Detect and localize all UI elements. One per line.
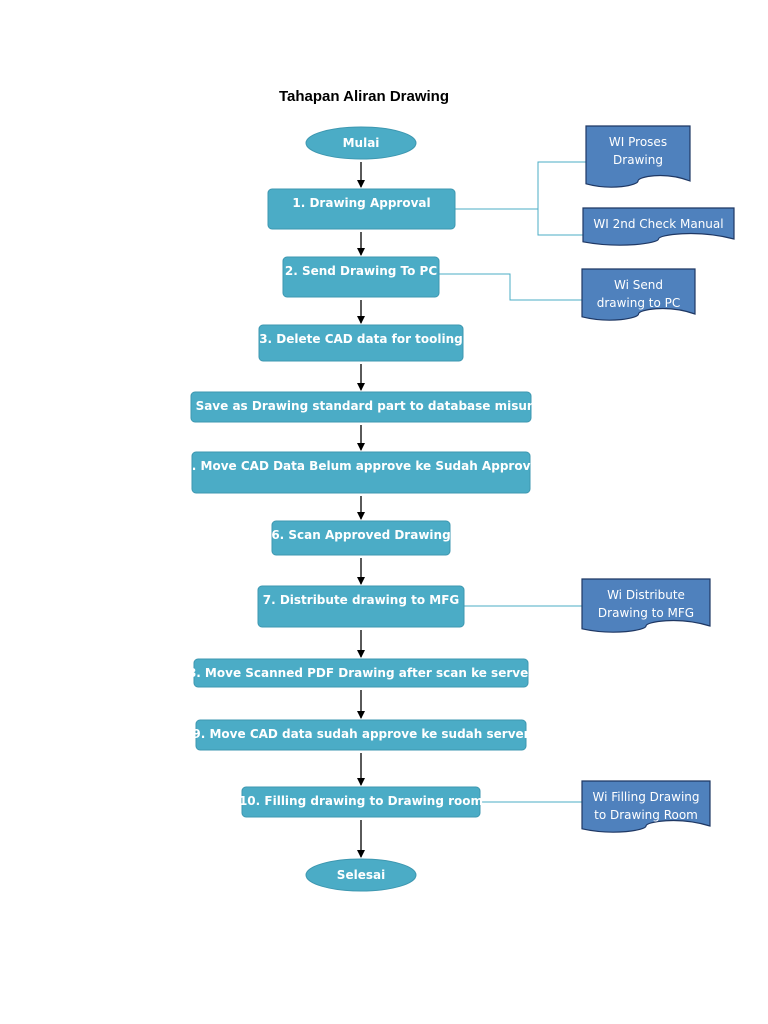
doc-wi-send-drawing: Wi Send drawing to PC: [581, 268, 696, 321]
process-step-label: 1. Drawing Approval: [292, 196, 430, 210]
process-step-7: 7. Distribute drawing to MFG: [257, 585, 465, 628]
end-terminal-shape: [305, 858, 417, 892]
process-step-label: 2. Send Drawing To PC: [285, 264, 437, 278]
process-step-1: 1. Drawing Approval: [267, 188, 456, 230]
document-shape: [581, 578, 711, 633]
process-step-label: 8. Move Scanned PDF Drawing after scan k…: [188, 666, 534, 680]
process-step-label: 4. Save as Drawing standard part to data…: [178, 399, 543, 413]
start-terminal: Mulai: [305, 126, 417, 160]
start-terminal-label: Mulai: [343, 136, 380, 150]
document-shape: [581, 780, 711, 833]
document-label: WI Proses: [609, 135, 667, 149]
process-step-label: 3. Delete CAD data for tooling: [259, 332, 463, 346]
document-link-line: [537, 209, 583, 236]
document-shape: [581, 268, 696, 321]
process-step-box: [271, 520, 451, 556]
document-label: Wi Distribute: [607, 588, 685, 602]
process-step-box: [282, 256, 440, 298]
process-step-box: [195, 719, 527, 751]
process-step-label: 6. Scan Approved Drawing: [271, 528, 450, 542]
process-step-label: 9. Move CAD data sudah approve ke sudah …: [192, 727, 529, 741]
process-step-box: [191, 451, 531, 494]
process-step-6: 6. Scan Approved Drawing: [271, 520, 451, 556]
process-step-3: 3. Delete CAD data for tooling: [258, 324, 464, 362]
end-terminal-label: Selesai: [337, 868, 385, 882]
document-shape: [582, 207, 735, 246]
document-label: Wi Filling Drawing: [592, 790, 699, 804]
process-step-box: [190, 391, 532, 423]
process-step-2: 2. Send Drawing To PC: [282, 256, 440, 298]
start-terminal-shape: [305, 126, 417, 160]
process-step-label: 5. Move CAD Data Belum approve ke Sudah …: [183, 459, 538, 473]
end-terminal: Selesai: [305, 858, 417, 892]
document-label: Wi Send: [614, 278, 663, 292]
process-step-box: [257, 585, 465, 628]
document-link-line: [439, 273, 582, 301]
process-step-5: 5. Move CAD Data Belum approve ke Sudah …: [183, 451, 539, 494]
process-step-10: 10. Filling drawing to Drawing room: [239, 786, 483, 818]
process-step-9: 9. Move CAD data sudah approve ke sudah …: [192, 719, 530, 751]
document-label: Drawing to MFG: [598, 606, 694, 620]
diagram-title: Tahapan Aliran Drawing: [279, 88, 449, 105]
document-link-line: [455, 161, 586, 210]
process-step-label: 7. Distribute drawing to MFG: [263, 593, 460, 607]
process-step-box: [193, 658, 529, 688]
process-step-label: 10. Filling drawing to Drawing room: [239, 794, 483, 808]
document-label: Drawing: [613, 153, 663, 167]
process-step-4: 4. Save as Drawing standard part to data…: [178, 391, 544, 423]
document-label: drawing to PC: [597, 296, 681, 310]
process-step-box: [258, 324, 464, 362]
process-step-box: [267, 188, 456, 230]
doc-wi-filling-drawing: Wi Filling Drawing to Drawing Room: [581, 780, 711, 833]
process-step-8: 8. Move Scanned PDF Drawing after scan k…: [188, 658, 534, 688]
document-label: to Drawing Room: [594, 808, 698, 822]
document-links: [439, 161, 586, 803]
doc-wi-2nd-check-manual: WI 2nd Check Manual: [582, 207, 735, 246]
document-shape: [585, 125, 691, 188]
process-step-box: [241, 786, 481, 818]
document-label: WI 2nd Check Manual: [593, 217, 723, 231]
